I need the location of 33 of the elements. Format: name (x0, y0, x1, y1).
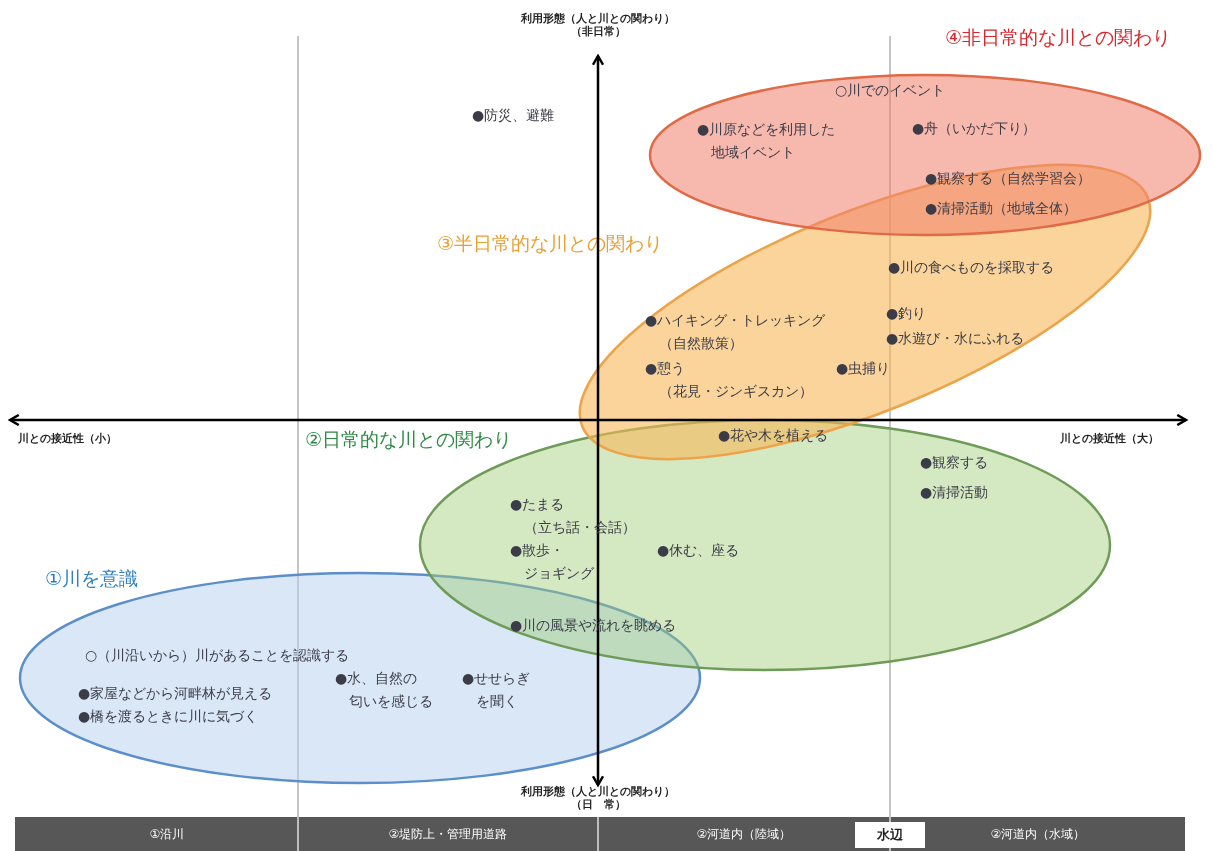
activity-text: ●釣り (886, 304, 927, 323)
axis-label: 川との接近性（大） (1060, 432, 1159, 445)
activity-text: ○川でのイベント (835, 81, 946, 100)
axis-label: 利用形態（人と川との関わり）（日 常） (521, 785, 675, 811)
category-label: ②河道内（水域） (990, 826, 1086, 843)
activity-text: ●舟（いかだ下り） (912, 119, 1037, 138)
group-heading: ②日常的な川との関わり (305, 427, 513, 451)
activity-text: ●川原などを利用した地域イベント (697, 120, 836, 162)
activity-text: ●家屋などから河畔林が見える (78, 684, 273, 703)
category-label: ②河道内（陸域） (696, 826, 792, 843)
category-label: ①沿川 (149, 826, 185, 843)
activity-text: ●ハイキング・トレッキング（自然散策） (645, 311, 826, 353)
activity-text: ○（川沿いから）川があることを認識する (85, 646, 350, 665)
category-tag: 水辺 (855, 822, 925, 848)
activity-text: ●防災、避難 (472, 106, 555, 125)
activity-text: ●橋を渡るときに川に気づく (78, 707, 259, 726)
axis-label: 川との接近性（小） (18, 432, 117, 445)
group-heading: ④非日常的な川との関わり (945, 25, 1172, 49)
activity-text: ●川の食べものを採取する (888, 258, 1055, 277)
activity-text: ●観察する（自然学習会） (925, 169, 1092, 188)
activity-text: ●散歩・ジョギング (510, 541, 594, 583)
activity-text: ●観察する (920, 453, 989, 472)
activity-text: ●休む、座る (657, 541, 740, 560)
activity-text: ●憩う（花見・ジンギスカン） (645, 359, 813, 401)
activity-text: ●せせらぎを聞く (462, 669, 531, 711)
activity-text: ●水遊び・水にふれる (886, 329, 1025, 348)
category-label: ②堤防上・管理用道路 (388, 826, 508, 843)
activity-text: ●虫捕り (836, 359, 891, 378)
group-heading: ①川を意識 (45, 566, 139, 590)
activity-text: ●水、自然の匂いを感じる (335, 669, 433, 711)
activity-text: ●清掃活動（地域全体） (925, 199, 1078, 218)
axis-label: 利用形態（人と川との関わり）（非日常） (521, 12, 675, 38)
activity-text: ●清掃活動 (920, 483, 989, 502)
